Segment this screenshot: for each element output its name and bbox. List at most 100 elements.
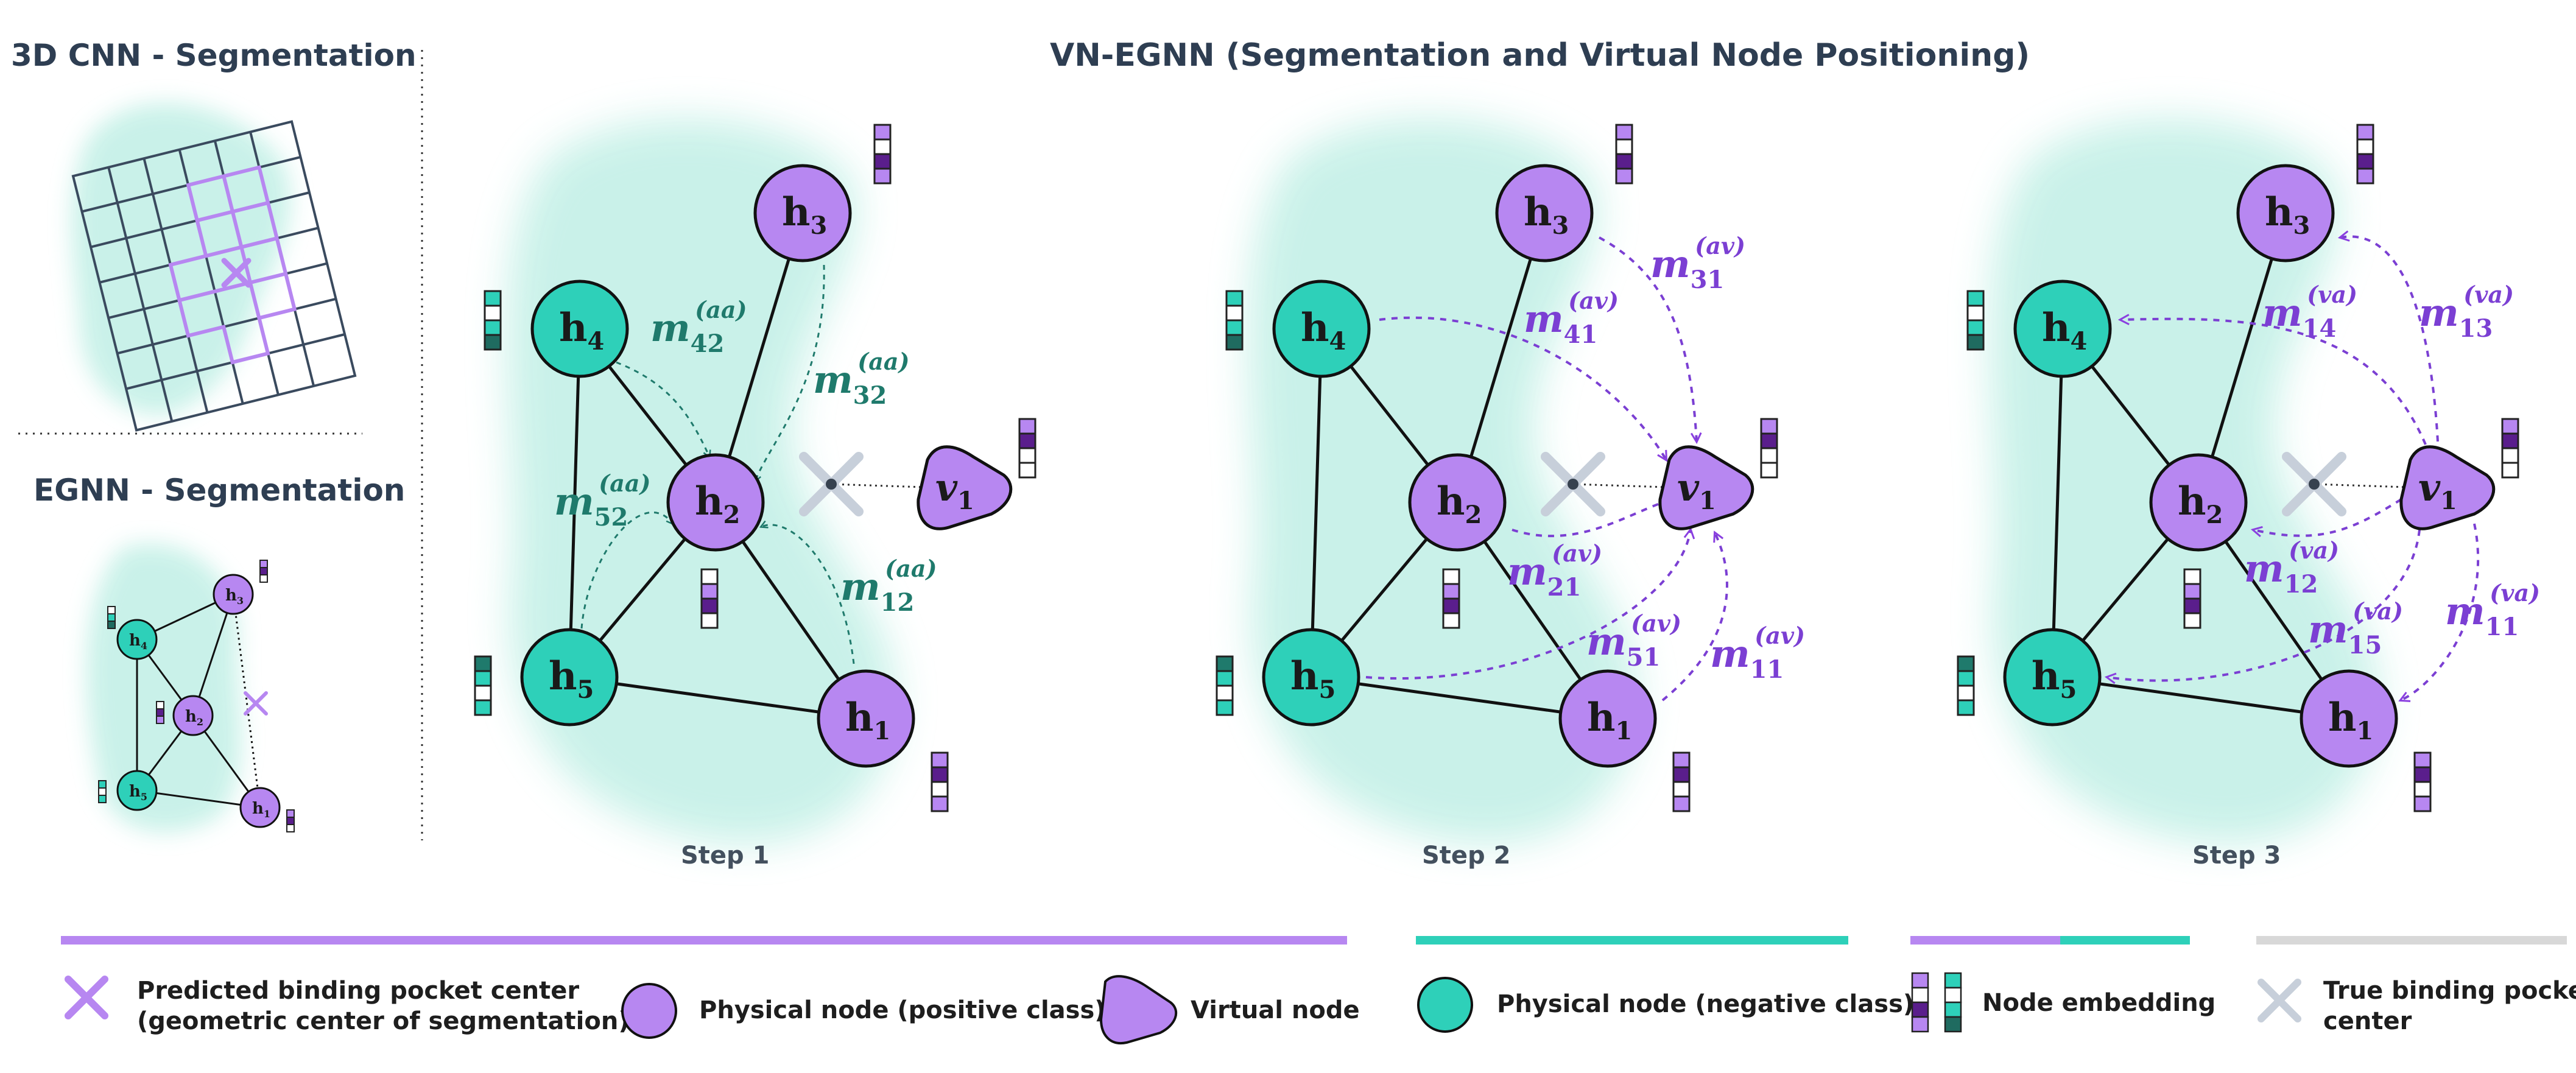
small-embedding [98, 560, 295, 832]
message-label-m32: m32(aa) [813, 348, 909, 410]
node-h5: h5 [2003, 628, 2102, 726]
cross-icon [65, 976, 108, 1019]
message-label-m21: m21(av) [1507, 540, 1602, 602]
circle-node-icon-negative [1417, 977, 1473, 1033]
embedding-icon [1760, 418, 1778, 479]
svg-text:h1: h1 [845, 695, 890, 745]
legend-bar-teal [1416, 936, 1848, 945]
embedding-icon [1442, 568, 1460, 629]
svg-text:h5: h5 [1290, 653, 1336, 704]
virtual-link [1572, 483, 1667, 488]
graph-edge [2050, 328, 2064, 678]
graph-edge [1309, 328, 1323, 678]
svg-text:h1: h1 [2328, 695, 2373, 745]
virtual-node-v1: v1 [917, 445, 1013, 530]
legend-bar-purple [61, 936, 1347, 945]
message-label-m11: m11(va) [2445, 579, 2540, 641]
node-h2: h2 [2149, 453, 2248, 552]
embedding-icon [2413, 751, 2432, 812]
message-label-m42: m42(aa) [650, 296, 747, 358]
message-arrow [2120, 319, 2427, 445]
predicted-center-cross [244, 691, 268, 716]
true-center-cross-icon [2258, 979, 2301, 1022]
node-h5: h5 [520, 628, 619, 726]
svg-text:h4: h4 [1301, 305, 1346, 356]
graph-edge [1455, 213, 1546, 503]
legend-positive: Physical node (positive class) [699, 996, 1106, 1024]
legend-bar-gray [2256, 936, 2567, 945]
small-node-h2: h2 [172, 695, 214, 736]
embedding-icon [484, 290, 502, 351]
legend-predicted-line2: (geometric center of segmentation) [137, 1007, 630, 1035]
embedding-icon [2183, 568, 2201, 629]
embedding-icon [931, 751, 949, 812]
graph-edge [1311, 675, 1608, 720]
voxel-grid [71, 120, 357, 432]
triangle-node-icon [1099, 975, 1178, 1045]
svg-text:v1: v1 [935, 465, 974, 515]
node-h1: h1 [817, 669, 915, 768]
node-h3: h3 [753, 164, 852, 262]
svg-text:h5: h5 [549, 653, 594, 704]
predicted-center-cross [221, 258, 252, 288]
svg-text:h3: h3 [1524, 189, 1569, 240]
svg-text:h3: h3 [2265, 189, 2310, 240]
legend-true-line2: center [2323, 1007, 2412, 1035]
graph-edge [2052, 675, 2349, 720]
svg-text:v1: v1 [2418, 465, 2457, 515]
graph-edge [2197, 213, 2287, 503]
svg-text:h4: h4 [559, 305, 604, 356]
svg-text:h2: h2 [2178, 479, 2223, 529]
embedding-icon [1672, 751, 1691, 812]
legend-virtual: Virtual node [1191, 996, 1360, 1024]
svg-text:h5: h5 [2032, 653, 2077, 704]
step-panel-2: h3h4h2h5h1v1m31(av)m41(av)m21(av)m51(av)… [1216, 118, 1805, 844]
svg-text:h2: h2 [695, 479, 740, 529]
embedding-icon [873, 124, 892, 185]
node-h4: h4 [1272, 280, 1371, 378]
embedding-icon [700, 568, 719, 629]
message-label-m31: m31(av) [1650, 232, 1745, 294]
legend-true-line1: True binding pocket [2323, 977, 2576, 1005]
legend: Predicted binding pocket center (geometr… [61, 936, 2576, 1045]
message-label-m52: m52(aa) [554, 470, 650, 532]
embedding-icon [1966, 290, 1985, 351]
embedding-icon [2501, 418, 2519, 479]
protein-surface [86, 544, 241, 832]
embedding-icon [474, 655, 492, 716]
message-label-m41: m41(av) [1524, 287, 1619, 349]
protein-surface [71, 103, 290, 415]
node-h3: h3 [2236, 164, 2335, 262]
step-panel-3: h3h4h2h5h1v1m14(va)m13(va)m12(va)m15(va)… [1957, 118, 2540, 844]
embedding-icon [2356, 124, 2374, 185]
step-label-2: Step 2 [1422, 842, 1510, 870]
embedding-icon [1615, 124, 1633, 185]
egnn-title: EGNN - Segmentation [33, 473, 405, 508]
step-label-1: Step 1 [681, 842, 769, 870]
message-arrow [761, 525, 855, 664]
svg-text:v1: v1 [1677, 465, 1716, 515]
svg-text:h4: h4 [2042, 305, 2087, 356]
svg-text:h1: h1 [1587, 695, 1632, 745]
message-arrow [2107, 529, 2421, 681]
graph-edge [714, 213, 804, 503]
small-node-h5: h5 [116, 770, 158, 811]
message-arrow [1599, 236, 1697, 442]
message-label-m13: m13(va) [2419, 281, 2514, 343]
small-node-h1: h1 [239, 787, 281, 828]
virtual-node-v1: v1 [2399, 445, 2496, 530]
virtual-node-v1: v1 [1658, 445, 1754, 530]
small-node-h3: h3 [213, 574, 254, 615]
message-arrow [1511, 499, 1672, 538]
message-arrow [616, 361, 709, 457]
step-panels: h3h4h2h5h1v1m42(aa)m32(aa)m52(aa)m12(aa)… [474, 118, 2540, 844]
message-arrow [1379, 316, 1666, 460]
svg-text:h2: h2 [1437, 479, 1482, 529]
embedding-icon [1957, 655, 1975, 716]
virtual-link [2314, 483, 2408, 488]
node-h2: h2 [1408, 453, 1507, 552]
message-label-m14: m14(va) [2262, 281, 2357, 343]
node-h1: h1 [1558, 669, 1657, 768]
svg-text:h3: h3 [782, 189, 827, 240]
